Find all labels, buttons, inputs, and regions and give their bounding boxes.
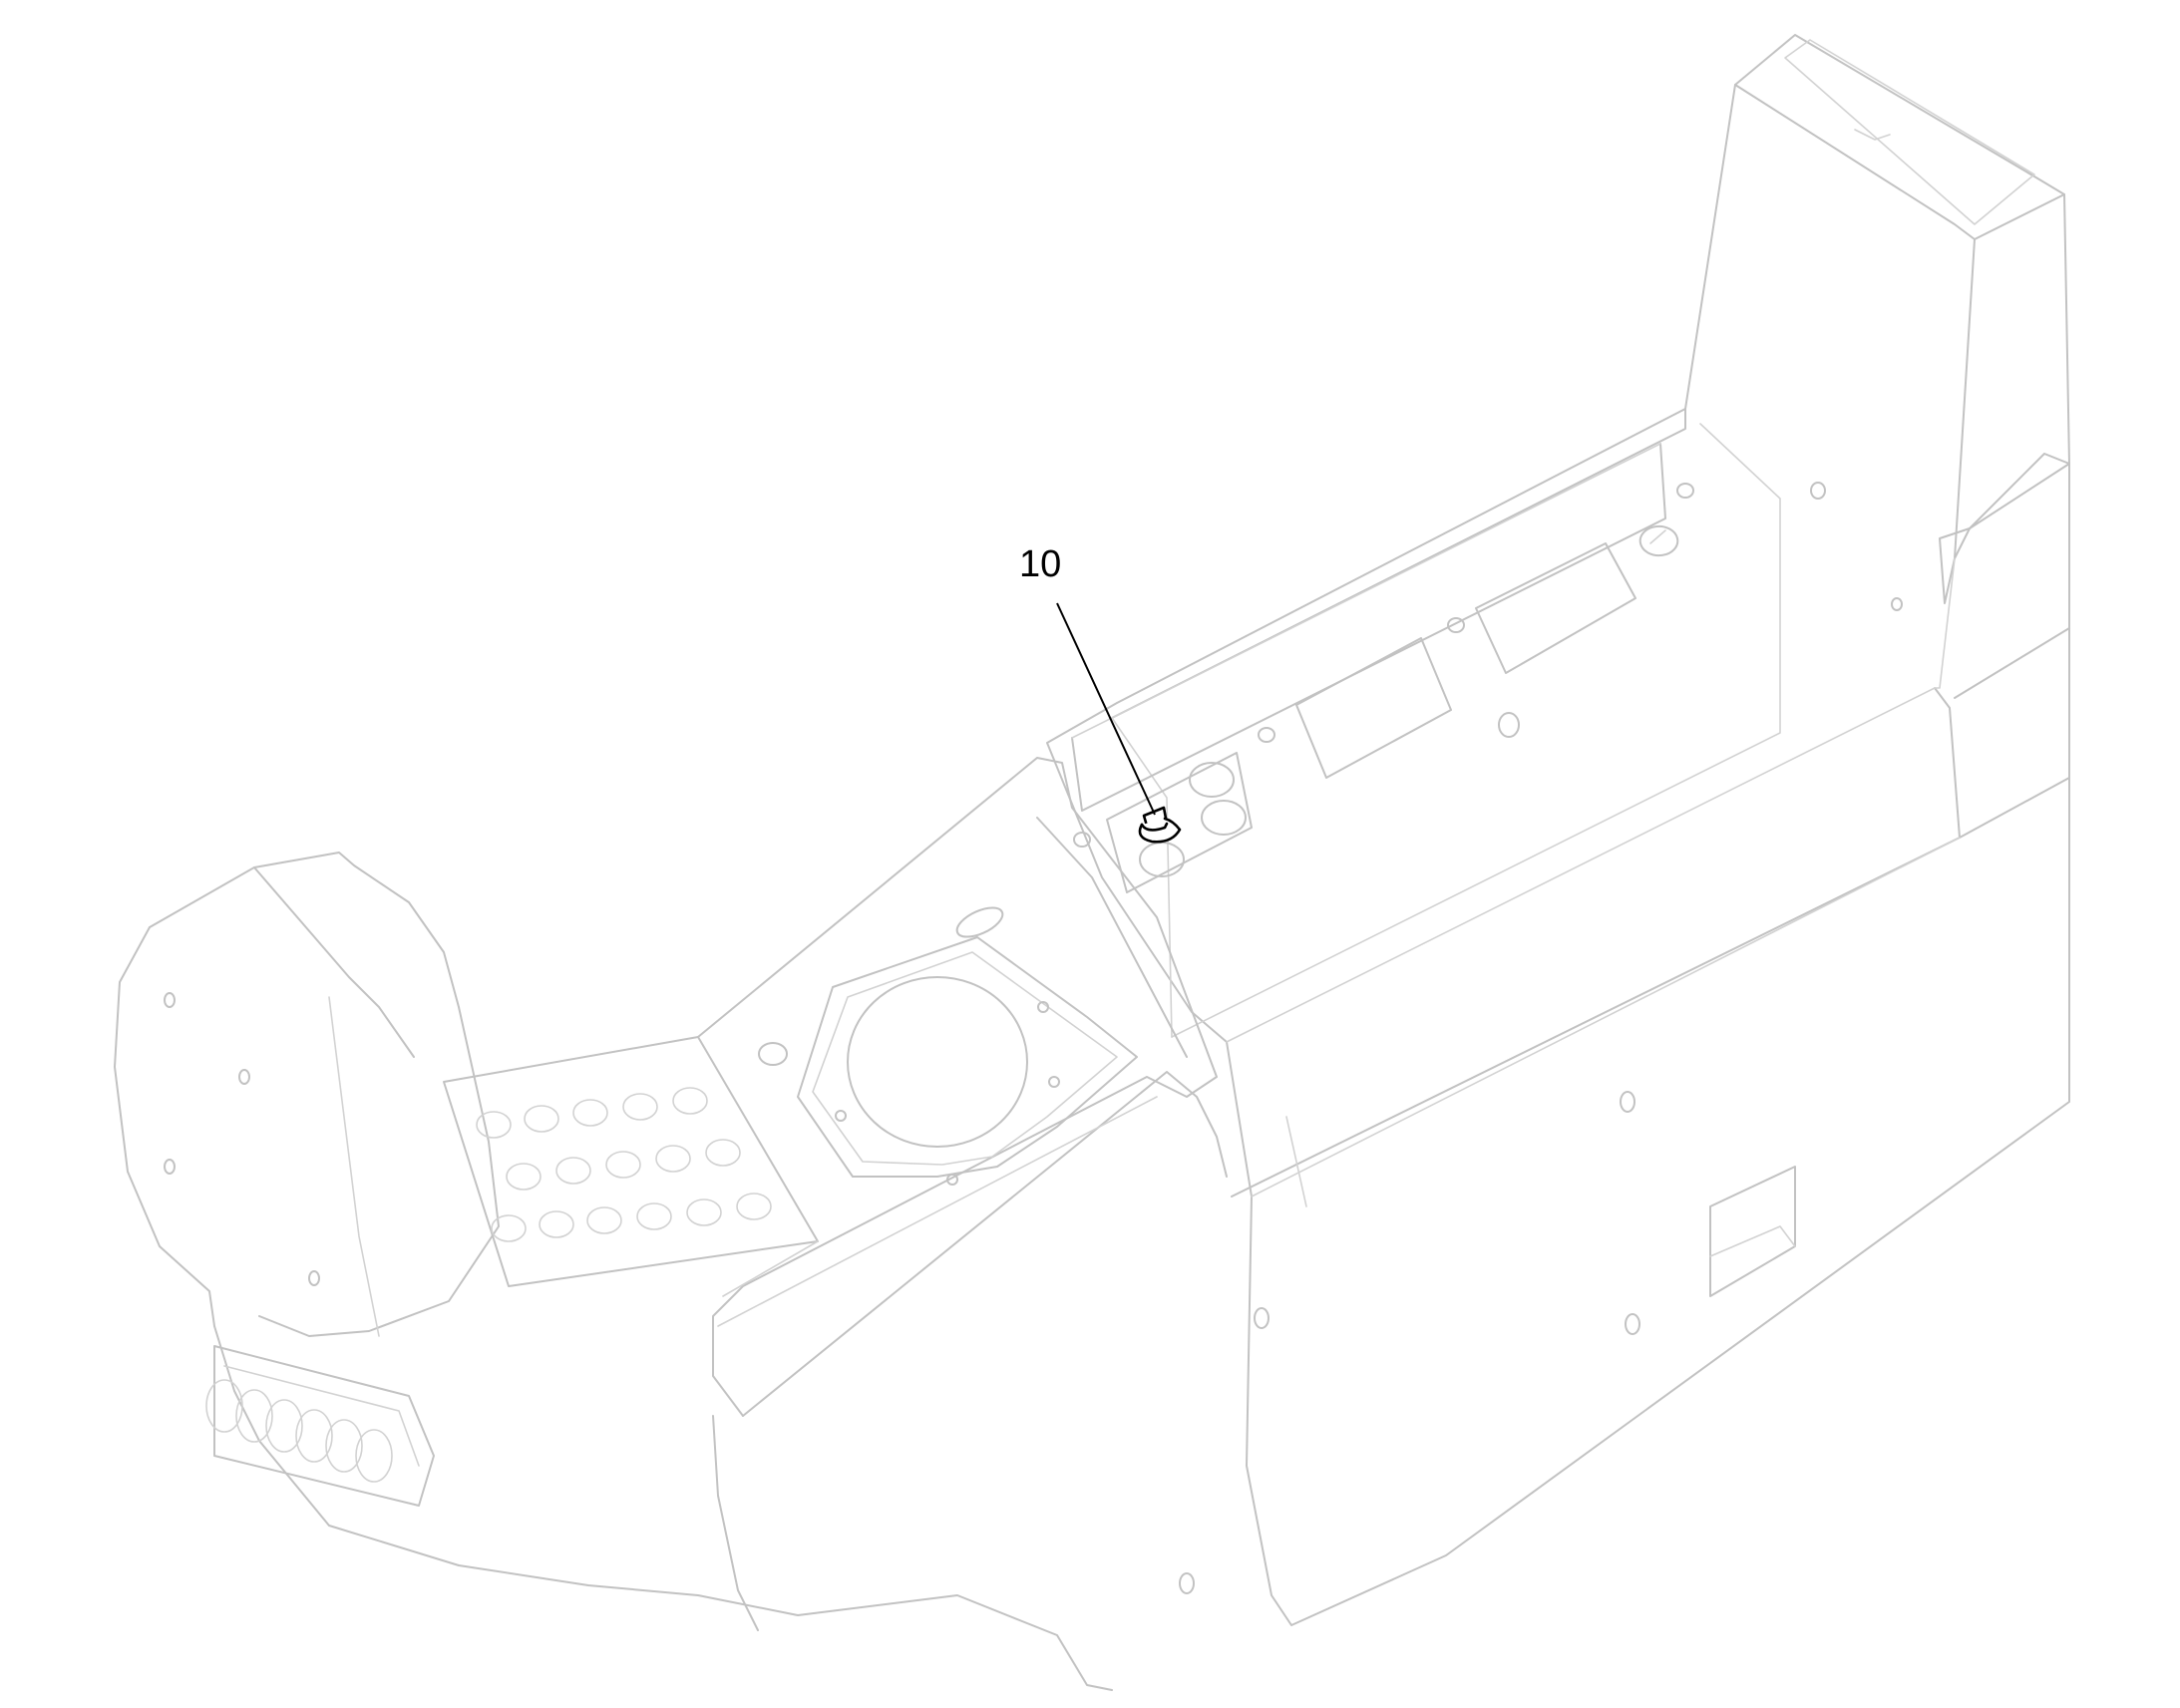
inner-control-panel [1071,443,1694,893]
part-10-toggle-switch [1138,806,1182,844]
rear-housing [1684,34,2070,689]
callout-label: 10 [1019,543,1061,585]
callout-leader-line [1056,602,1156,816]
keypad-buttons [476,1087,772,1242]
left-pod [114,852,1113,1691]
callout-10: 10 [1019,543,1156,816]
console-body [1046,408,2070,1626]
rotary-knobs [205,1379,393,1483]
center-ramp [697,757,1228,1631]
